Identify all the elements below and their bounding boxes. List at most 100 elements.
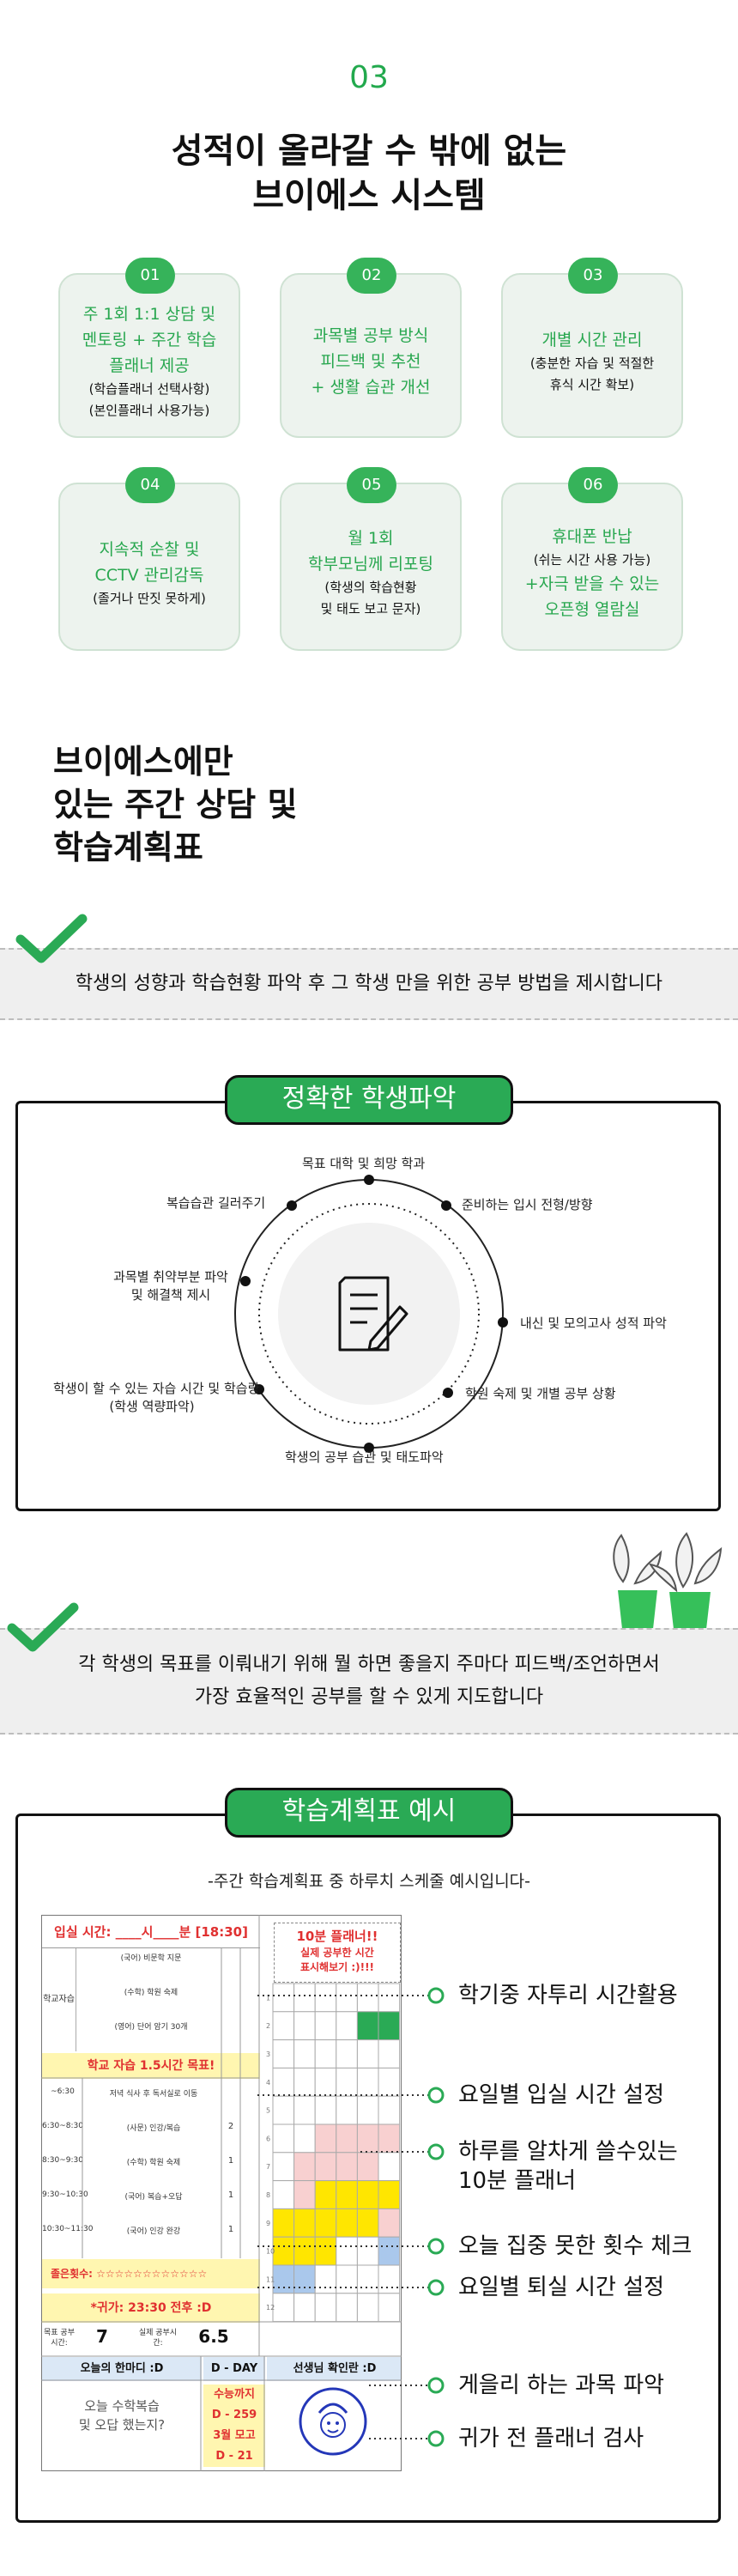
inner-disc xyxy=(278,1223,460,1405)
ten-minute-cell xyxy=(378,2293,401,2323)
dotted-ring xyxy=(258,1203,480,1425)
ten-minute-cells xyxy=(272,1983,401,2323)
feature-note: (학생의 학습현황 xyxy=(324,580,417,595)
doze-count: 졸은횟수: ☆☆☆☆☆☆☆☆☆☆☆☆ xyxy=(42,2259,260,2288)
grid-hour-number: 5 xyxy=(266,2107,270,2115)
feature-text: + 생활 습관 개선 xyxy=(311,378,431,397)
heading-line2: 있는 주간 상담 및 xyxy=(53,786,298,823)
ten-minute-cell xyxy=(314,2011,337,2041)
dday-line: 3월 모고 xyxy=(213,2429,256,2442)
feature-card-01: 01 주 1회 1:1 상담 및 멘토링 + 주간 학습 플래너 제공 (학습플… xyxy=(58,258,240,438)
grid-hour-number: 7 xyxy=(266,2163,270,2171)
label-weak-subjects-2: 및 해결책 제시 xyxy=(130,1287,211,1303)
feature-text: 멘토링 + 주간 학습 xyxy=(82,331,217,349)
annotation-neglected-subject: 게을리 하는 과목 파악 xyxy=(458,2372,665,2398)
planner-sub2: 표시해보기 :)!!! xyxy=(299,1961,375,1973)
annotation-focus-count: 오늘 집중 못한 횟수 체크 xyxy=(458,2233,693,2259)
feature-text: CCTV 관리감독 xyxy=(94,565,204,585)
weekly-consult-heading: 브이에스에만 있는 주간 상담 및 학습계획표 xyxy=(53,740,297,869)
feature-text: 휴대폰 반납 xyxy=(552,526,632,546)
plan-hours: 1 xyxy=(227,2156,234,2166)
ten-minute-cell xyxy=(272,2039,295,2069)
ten-minute-cell xyxy=(356,2039,379,2069)
leave-time: *귀가: 23:30 전후 :D xyxy=(42,2293,260,2323)
ten-minute-cell xyxy=(336,2039,358,2069)
grid-hour-number: 6 xyxy=(266,2135,270,2142)
plan-hours: 2 xyxy=(227,2122,234,2131)
feature-card-05: 05 월 1회 학부모님께 리포팅 (학생의 학습현황 및 태도 보고 문자) xyxy=(280,467,462,651)
ten-minute-cell xyxy=(336,2067,358,2097)
ten-minute-cell xyxy=(356,2180,379,2209)
entry-time: 입실 시간: ____시____분 [18:30] xyxy=(42,1916,260,1948)
time-slot: 9:30~10:30 xyxy=(42,2190,88,2199)
document-pencil-icon xyxy=(338,1276,408,1352)
ten-minute-cell xyxy=(293,2264,316,2294)
feature-text: 학부모님께 리포팅 xyxy=(308,555,433,574)
ten-minute-cell xyxy=(293,2208,316,2238)
ten-minute-cell xyxy=(293,2180,316,2209)
target-hours-label: 목표 공부시간: xyxy=(44,2329,75,2348)
outer-ring-dots xyxy=(240,1175,508,1453)
ten-minute-cell xyxy=(378,2095,401,2125)
heading-line3: 학습계획표 xyxy=(53,829,203,866)
label-admission-track: 준비하는 입시 전형/방향 xyxy=(462,1197,593,1212)
band-line2: 가장 효율적인 공부를 할 수 있게 지도합니다 xyxy=(194,1686,544,1708)
label-study-capacity-2: (학생 역량파악) xyxy=(109,1399,195,1414)
ten-minute-cell xyxy=(356,2236,379,2266)
label-study-capacity-1: 학생이 할 수 있는 자습 시간 및 학습량 xyxy=(53,1381,260,1396)
time-slot: 8:30~9:30 xyxy=(42,2156,83,2165)
annotation-ten-min-planner-2: 10분 플래너 xyxy=(458,2168,577,2194)
feature-badge: 03 xyxy=(568,258,618,294)
label-review-habit: 복습습관 길러주기 xyxy=(166,1195,266,1211)
section-title: 성적이 올라갈 수 밖에 없는 브이에스 시스템 xyxy=(0,129,738,218)
feature-card-03: 03 개별 시간 관리 (충분한 자습 및 적절한 휴식 시간 확보) xyxy=(501,258,683,438)
ten-minute-cell xyxy=(272,2293,295,2323)
plan-hours: 1 xyxy=(227,2190,234,2200)
approval-stamp-icon xyxy=(299,2387,367,2456)
checkmark-icon xyxy=(15,914,88,963)
feature-badge: 06 xyxy=(568,467,618,503)
planner-title: 10분 플래너!! xyxy=(296,1929,378,1944)
dday-line: D - 259 xyxy=(211,2409,257,2421)
dday-label: D - DAY xyxy=(203,2357,265,2381)
grid-hour-number: 4 xyxy=(266,2079,270,2087)
daily-question-1: 오늘 수학복습 xyxy=(84,2398,160,2414)
band-line1: 각 학생의 목표를 이뤄내기 위해 뭘 하면 좋을지 주마다 피드백/조언하면서 xyxy=(78,1654,660,1675)
feature-text: +자극 받을 수 있는 xyxy=(524,574,660,593)
feature-note: (본인플래너 사용가능) xyxy=(88,403,210,418)
feature-badge: 04 xyxy=(125,467,175,503)
feature-note: (쉬는 시간 사용 가능) xyxy=(533,551,651,568)
ten-minute-cell xyxy=(356,2264,379,2294)
study-plan-subtitle: -주간 학습계획표 중 하루치 스케줄 예시입니다- xyxy=(207,1872,531,1891)
feature-text: 오픈형 열람실 xyxy=(544,599,640,619)
ten-minute-cell xyxy=(356,2123,379,2154)
band-text: 학생의 성향과 학습현황 파악 후 그 학생 만을 위한 공부 방법을 제시합니… xyxy=(75,973,663,994)
target-hours-value: 7 xyxy=(96,2326,108,2347)
plan-row: 저녁 식사 후 독서실로 이동 xyxy=(109,2090,198,2099)
feature-text: 플래너 제공 xyxy=(109,356,190,375)
ten-minute-cell xyxy=(378,2236,401,2266)
label-homework-status: 학원 숙제 및 개별 공부 상황 xyxy=(465,1386,616,1401)
plan-row: (국어) 복습+오답 xyxy=(124,2193,183,2202)
grid-hour-number: 10 xyxy=(266,2248,275,2256)
plan-hours: 1 xyxy=(227,2225,234,2234)
info-band-2: 각 학생의 목표를 이뤄내기 위해 뭘 하면 좋을지 주마다 피드백/조언하면서… xyxy=(0,1628,738,1735)
annotation-ten-min-planner: 하루를 알차게 쓸수있는 xyxy=(458,2139,678,2165)
feature-card-06: 06 휴대폰 반납 (쉬는 시간 사용 가능) +자극 받을 수 있는 오픈형 … xyxy=(501,467,683,651)
annotation-entry-time: 요일별 입실 시간 설정 xyxy=(458,2082,665,2108)
annotation-planner-check: 귀가 전 플래너 검사 xyxy=(458,2426,644,2451)
ten-minute-cell xyxy=(336,2095,358,2125)
section-number: 03 xyxy=(349,60,389,95)
ten-minute-cell xyxy=(272,2123,295,2154)
ten-minute-cell xyxy=(356,2067,379,2097)
feature-note: (충분한 자습 및 적절한 xyxy=(529,355,655,371)
teacher-check-label: 선생님 확인란 :D xyxy=(267,2357,401,2381)
ten-minute-cell xyxy=(314,2293,337,2323)
dday-line: D - 21 xyxy=(215,2450,253,2463)
ten-minute-cell xyxy=(336,1983,358,2013)
ten-minute-cell xyxy=(336,2011,358,2041)
feature-note: (졸거나 딴짓 못하게) xyxy=(93,590,206,606)
